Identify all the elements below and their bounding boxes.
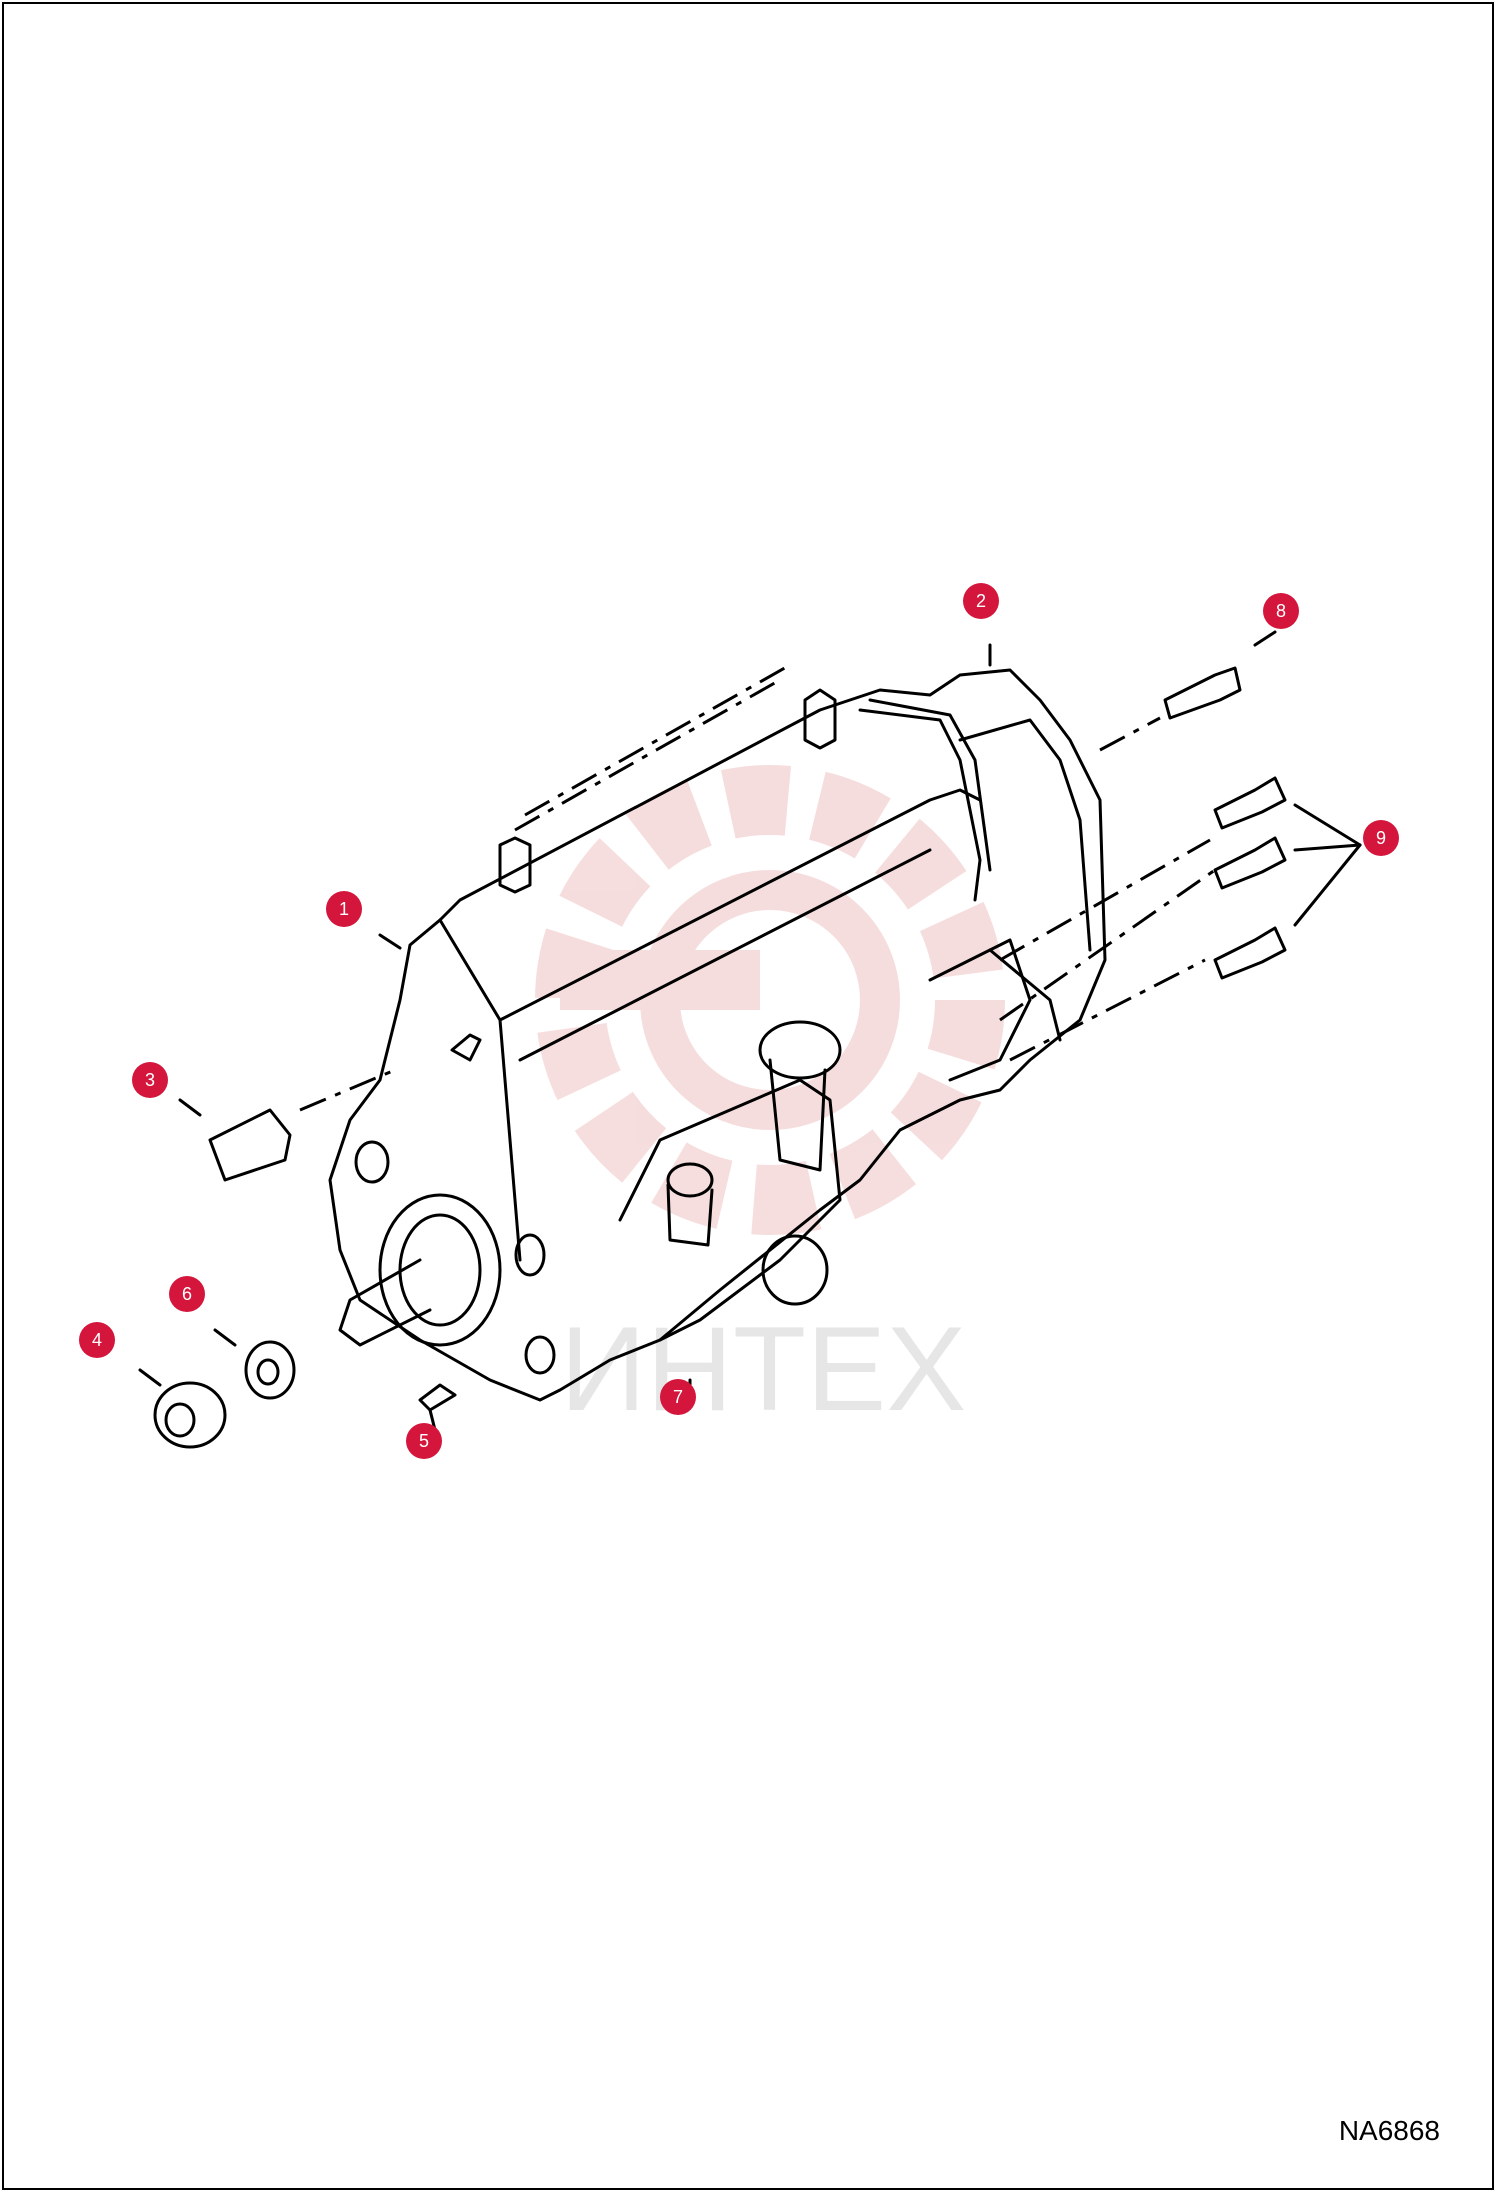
callout-5[interactable]: 5 xyxy=(406,1423,442,1459)
callout-7[interactable]: 7 xyxy=(660,1379,696,1415)
svg-text:3: 3 xyxy=(145,1070,155,1090)
svg-text:2: 2 xyxy=(976,591,986,611)
part-washer xyxy=(244,1340,296,1400)
drawing-code: NA6868 xyxy=(1338,2115,1440,2146)
svg-text:7: 7 xyxy=(673,1387,683,1407)
part-stud-bolts xyxy=(1163,666,1362,980)
svg-text:4: 4 xyxy=(92,1330,102,1350)
part-woodruff-key xyxy=(418,1383,457,1412)
svg-text:8: 8 xyxy=(1276,601,1286,621)
svg-text:5: 5 xyxy=(419,1431,429,1451)
callout-1[interactable]: 1 xyxy=(326,891,362,927)
svg-text:1: 1 xyxy=(339,899,349,919)
callout-2[interactable]: 2 xyxy=(963,583,999,619)
drive-flange xyxy=(338,1140,556,1375)
callout-3[interactable]: 3 xyxy=(132,1062,168,1098)
watermark-text: ИНТЕХ xyxy=(560,1302,966,1436)
callout-4[interactable]: 4 xyxy=(79,1322,115,1358)
callout-6[interactable]: 6 xyxy=(169,1276,205,1312)
injection-pump-body xyxy=(328,668,1107,1402)
callout-9[interactable]: 9 xyxy=(1363,820,1399,856)
part-nut xyxy=(153,1381,227,1449)
watermark-gear-logo xyxy=(535,765,1005,1235)
delivery-valves xyxy=(450,688,837,1062)
part-key xyxy=(208,1108,292,1182)
callout-8[interactable]: 8 xyxy=(1263,593,1299,629)
svg-text:6: 6 xyxy=(182,1284,192,1304)
priming-pump xyxy=(666,1020,842,1306)
svg-text:9: 9 xyxy=(1376,828,1386,848)
assembly-lines xyxy=(299,663,1216,1112)
